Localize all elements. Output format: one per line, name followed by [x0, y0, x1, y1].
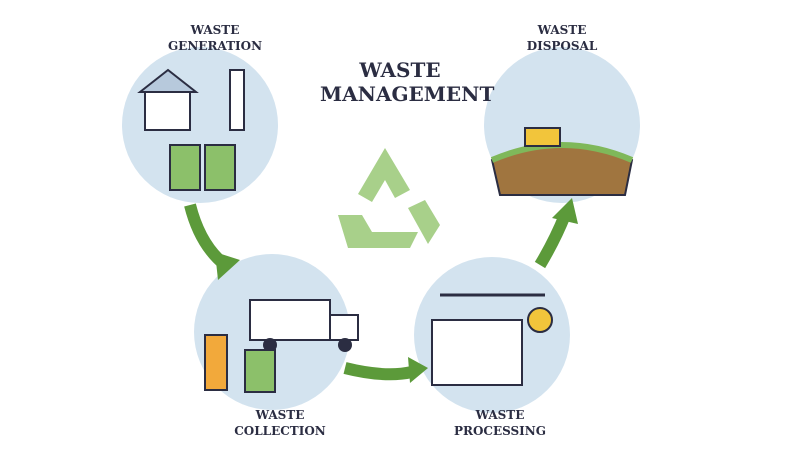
stage-processing-illustration [414, 257, 570, 413]
arrow-processing-to-disposal [534, 212, 571, 269]
title-line-2: MANAGEMENT [320, 82, 495, 106]
label-waste-processing: WASTE PROCESSING [430, 407, 570, 439]
label-waste-collection: WASTE COLLECTION [210, 407, 350, 439]
stage-collection-illustration [194, 254, 359, 410]
stage-generation-illustration [122, 47, 278, 203]
label-line: WASTE [537, 23, 587, 37]
label-line: WASTE [255, 408, 305, 422]
label-line: GENERATION [167, 39, 263, 53]
label-waste-generation: WASTE GENERATION [145, 22, 285, 54]
label-line: WASTE [190, 23, 240, 37]
label-line: COLLECTION [234, 424, 326, 438]
label-line: WASTE [475, 408, 525, 422]
label-waste-disposal: WASTE DISPOSAL [492, 22, 632, 54]
label-line: PROCESSING [453, 424, 547, 438]
arrow-collection-to-processing [343, 362, 414, 381]
recycle-symbol [338, 148, 440, 248]
label-line: DISPOSAL [526, 39, 598, 53]
title-line-1: WASTE [359, 58, 441, 82]
stage-disposal-illustration [484, 47, 640, 203]
page-title: WASTE MANAGEMENT [320, 58, 495, 106]
